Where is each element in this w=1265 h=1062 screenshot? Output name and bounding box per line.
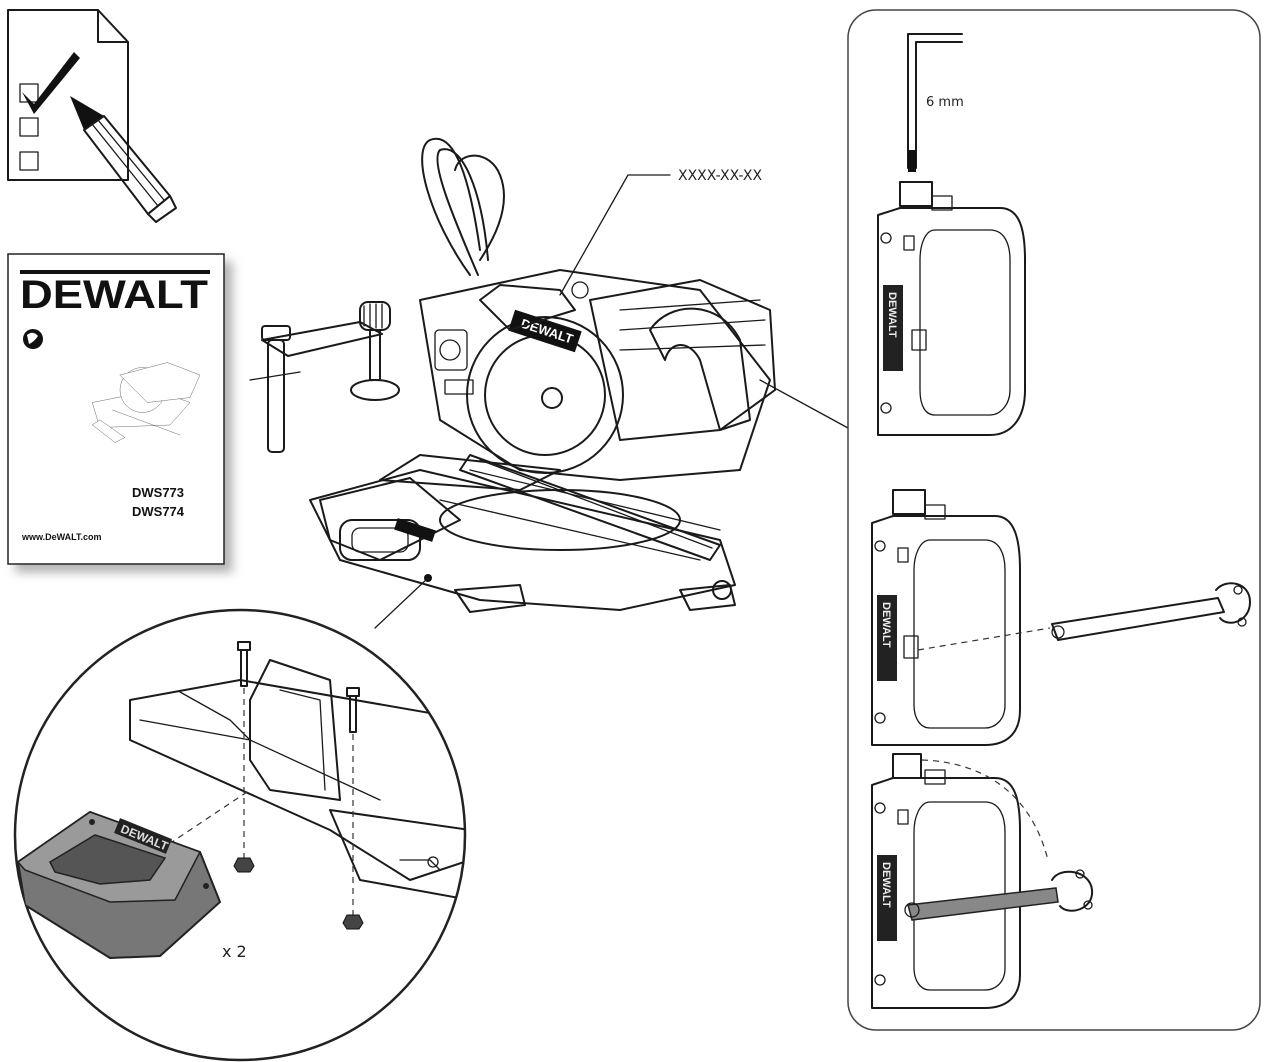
step-3-handle: DEWALT [871,753,1021,1009]
svg-text:DEWALT: DEWALT [880,602,892,648]
manual-model-2: DWS774 [132,504,185,519]
wrench-storage-panel: 6 mm DEWALT DEWALT [847,9,1261,1031]
manual-model-1: DWS773 [132,485,184,500]
language-globe-icon [23,329,43,349]
serial-code-label: XXXX-XX-XX [678,168,762,184]
hold-down-clamp [249,301,400,453]
carry-handle: DEWALT [16,810,222,960]
quantity-label: x 2 [222,942,247,961]
step-1-handle: DEWALT [877,181,1026,436]
step-2-handle: DEWALT [871,489,1021,746]
instruction-manual: DEWALT DWS773 DWS774 www.DeWALT.com [7,253,225,565]
manual-brand: DEWALT [20,273,208,317]
checklist-icon [7,9,177,223]
detail-circle-handle-mounting: DEWALT x 2 [13,608,467,1062]
svg-text:DEWALT: DEWALT [886,292,898,338]
svg-text:DEWALT: DEWALT [880,862,892,908]
hex-key-icon [907,33,963,172]
screw-icon [237,641,360,733]
pencil-icon [70,96,177,223]
stored-wrench-icon [904,869,1094,921]
serial-code-callout: XXXX-XX-XX [559,168,762,296]
spanner-wrench-icon [1051,582,1251,641]
miter-saw: DEWALT [309,137,776,613]
manual-website: www.DeWALT.com [21,532,102,542]
hex-key-size-label: 6 mm [926,95,964,110]
nut-icon [233,857,364,930]
